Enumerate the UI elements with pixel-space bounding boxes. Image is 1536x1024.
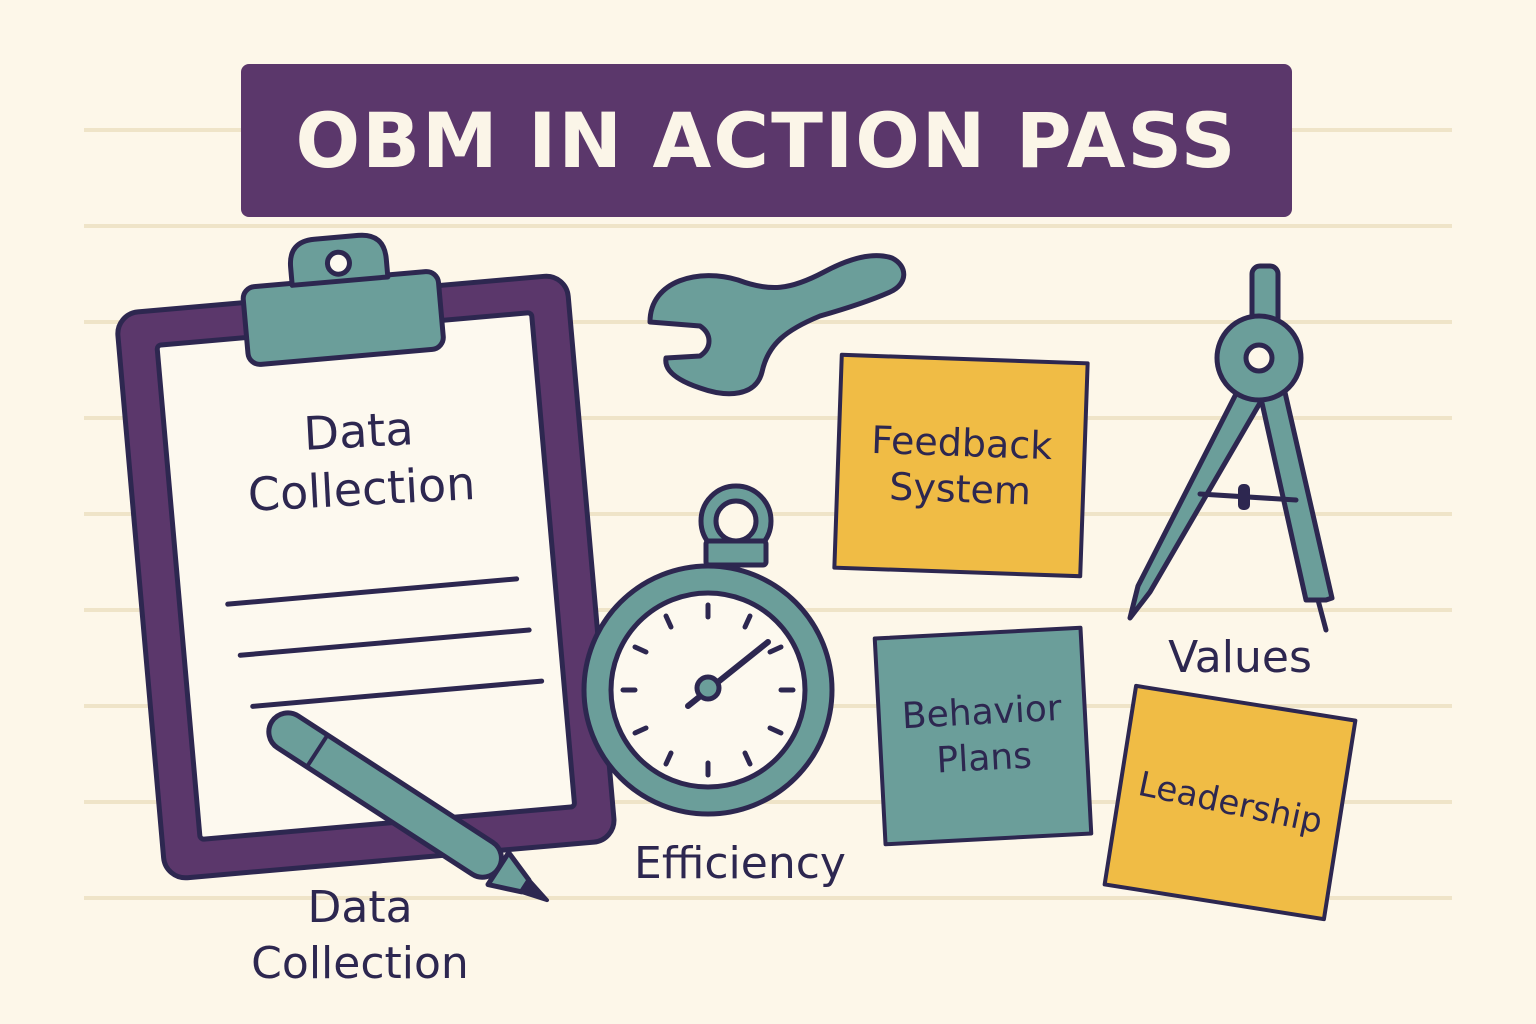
- data-collection-label: Data Collection: [210, 880, 510, 992]
- leadership-note: Leadership: [1102, 683, 1358, 922]
- behavior-plans-text: Behavior Plans: [900, 687, 1063, 782]
- data-collection-label-text: Data Collection: [251, 882, 469, 989]
- efficiency-label: Efficiency: [634, 838, 846, 889]
- feedback-system-note: Feedback System: [832, 352, 1090, 579]
- behavior-plans-note: Behavior Plans: [872, 625, 1094, 847]
- feedback-system-text: Feedback System: [870, 417, 1053, 513]
- stopwatch-icon: [581, 483, 835, 817]
- clipboard-label: Data Collection: [197, 394, 523, 527]
- clipboard-label-text: Data Collection: [246, 401, 477, 522]
- title-banner: OBM IN ACTION PASS: [241, 64, 1292, 217]
- compass-icon: [1127, 263, 1335, 633]
- clipboard-icon: [115, 232, 617, 881]
- page-title: OBM IN ACTION PASS: [295, 95, 1238, 185]
- values-label: Values: [1168, 632, 1312, 683]
- wrench-icon: [647, 253, 907, 397]
- pen-icon: [266, 710, 549, 903]
- leadership-text: Leadership: [1134, 763, 1326, 842]
